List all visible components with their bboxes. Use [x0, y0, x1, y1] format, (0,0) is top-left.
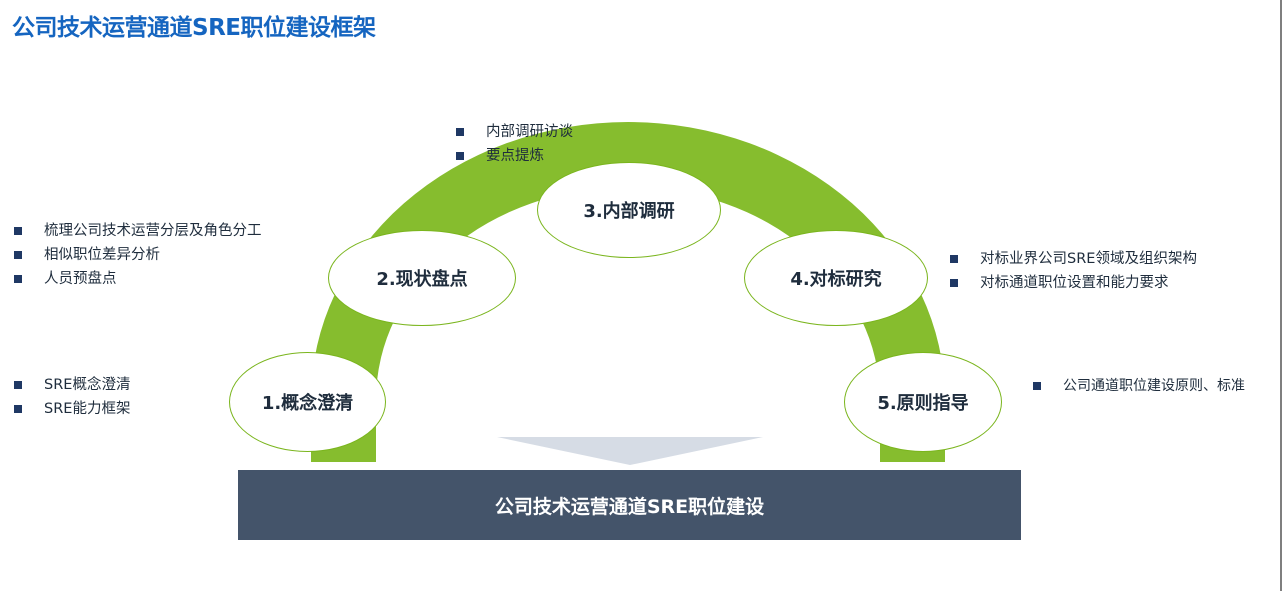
- list-item: 内部调研访谈: [456, 120, 573, 144]
- base-label: 公司技术运营通道SRE职位建设: [494, 495, 765, 518]
- list-item: 梳理公司技术运营分层及角色分工: [14, 219, 262, 243]
- bullets-step-1: SRE概念澄清 SRE能力框架: [14, 373, 130, 421]
- square-bullet-icon: [1033, 382, 1041, 390]
- step-node-2: 2.现状盘点: [328, 230, 516, 326]
- bullets-step-4: 对标业界公司SRE领域及组织架构 对标通道职位设置和能力要求: [950, 247, 1197, 295]
- list-item: SRE能力框架: [14, 397, 130, 421]
- list-item: 相似职位差异分析: [14, 243, 262, 267]
- step-label-2: 2.现状盘点: [376, 269, 468, 290]
- step-node-5: 5.原则指导: [844, 352, 1002, 452]
- bullets-step-5: 公司通道职位建设原则、标准: [1033, 374, 1245, 398]
- step-label-4: 4.对标研究: [790, 269, 882, 290]
- square-bullet-icon: [14, 251, 22, 259]
- bullets-step-3: 内部调研访谈 要点提炼: [456, 120, 573, 168]
- list-item: 要点提炼: [456, 144, 573, 168]
- bullets-step-2: 梳理公司技术运营分层及角色分工 相似职位差异分析 人员预盘点: [14, 219, 262, 291]
- square-bullet-icon: [456, 128, 464, 136]
- step-node-1: 1.概念澄清: [229, 352, 386, 452]
- square-bullet-icon: [950, 279, 958, 287]
- step-node-3: 3.内部调研: [537, 162, 721, 258]
- list-item: SRE概念澄清: [14, 373, 130, 397]
- square-bullet-icon: [456, 152, 464, 160]
- square-bullet-icon: [14, 381, 22, 389]
- square-bullet-icon: [14, 227, 22, 235]
- square-bullet-icon: [14, 405, 22, 413]
- list-item: 对标通道职位设置和能力要求: [950, 271, 1197, 295]
- step-label-3: 3.内部调研: [583, 201, 675, 222]
- green-arch: [311, 122, 945, 462]
- square-bullet-icon: [14, 275, 22, 283]
- down-arrow-icon: [497, 437, 763, 465]
- right-border: [1280, 0, 1282, 591]
- square-bullet-icon: [950, 255, 958, 263]
- list-item: 对标业界公司SRE领域及组织架构: [950, 247, 1197, 271]
- page-title: 公司技术运营通道SRE职位建设框架: [12, 15, 376, 41]
- list-item: 公司通道职位建设原则、标准: [1033, 374, 1245, 398]
- step-node-4: 4.对标研究: [744, 230, 928, 326]
- step-label-5: 5.原则指导: [877, 393, 969, 414]
- list-item: 人员预盘点: [14, 267, 262, 291]
- step-label-1: 1.概念澄清: [261, 393, 354, 414]
- base-bar: 公司技术运营通道SRE职位建设: [238, 470, 1021, 540]
